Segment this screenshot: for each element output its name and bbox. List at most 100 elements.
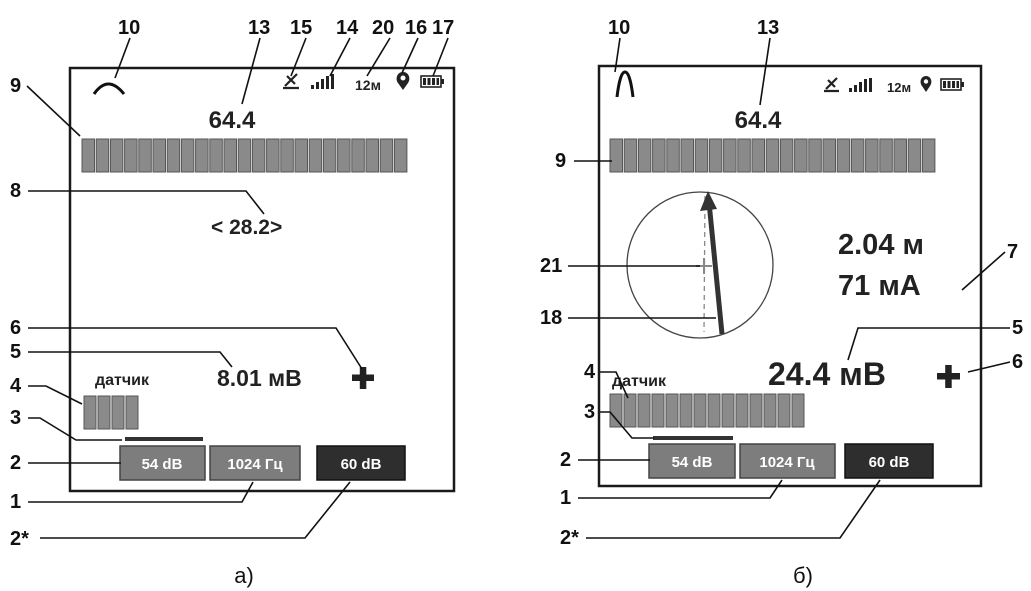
signal-bar-segment: [652, 138, 666, 173]
signal-bar-segment: [850, 138, 865, 173]
gain2-button-label: 60 dB: [869, 454, 910, 471]
signal-bar-segment: [251, 138, 266, 173]
callout-4: 4: [584, 361, 596, 383]
signal-bar-segment: [737, 138, 751, 173]
frequency-button-label: 1024 Гц: [759, 454, 815, 471]
leader-lines-a: [26, 37, 449, 539]
direction-arrow-shaft: [706, 201, 725, 335]
signal-bar-segment: [765, 138, 780, 173]
gain2-button[interactable]: [316, 445, 406, 481]
signal-bar-segment: [393, 138, 408, 173]
plus-icon: [937, 365, 960, 388]
sensor-bar-segment: [623, 393, 637, 428]
callout-8: 8: [10, 180, 21, 202]
signal-bar-segment: [879, 138, 893, 173]
signal-bar-segment: [779, 138, 794, 173]
callout-1: 1: [10, 491, 21, 513]
antenna-peak-icon: [615, 70, 635, 98]
signal-bar-segment: [223, 138, 237, 173]
callout-9: 9: [10, 75, 21, 97]
frequency-button[interactable]: [739, 443, 836, 479]
callout-6: 6: [1012, 351, 1023, 373]
location-pin-icon: [396, 72, 410, 90]
sensor-label: датчик: [612, 373, 667, 390]
signal-bar-segment: [351, 138, 365, 173]
signal-strength-icon: [849, 78, 872, 92]
signal-value: 64.4: [735, 107, 782, 134]
signal-bar-segment: [209, 138, 223, 173]
sensor-bar-segment: [651, 393, 665, 428]
leader-lines-b: [568, 37, 1011, 539]
sensor-bar-segment: [693, 393, 707, 428]
signal-bar-segment: [907, 138, 922, 173]
signal-bar-segment: [294, 138, 308, 173]
gain-indicator-line: [653, 436, 733, 440]
direction-compass: [626, 191, 774, 339]
gain2-button[interactable]: [844, 443, 934, 479]
sensor-bar-segment: [777, 393, 791, 428]
signal-bar-segment: [623, 138, 638, 173]
callout-13: 13: [248, 17, 270, 39]
signal-bar-segment: [280, 138, 294, 173]
signal-level-bar: [609, 138, 936, 173]
callout-13: 13: [757, 17, 779, 39]
sensor-bar-segment: [125, 395, 139, 430]
callout-9: 9: [555, 150, 566, 172]
compass-dashed-axis: [703, 195, 706, 333]
callout-6: 6: [10, 317, 21, 339]
callout-3: 3: [10, 407, 21, 429]
callout-2: 2: [560, 449, 571, 471]
signal-bar-segment: [666, 138, 680, 173]
sensor-bar-segment: [111, 395, 125, 430]
callout-3: 3: [584, 401, 595, 423]
gain-button[interactable]: [119, 445, 206, 481]
signal-bar-segment: [379, 138, 394, 173]
signal-bar-segment: [166, 138, 181, 173]
callout-21: 21: [540, 255, 562, 277]
callout-4: 4: [10, 375, 22, 397]
signal-bar-segment: [109, 138, 124, 173]
signal-bar-segment: [124, 138, 138, 173]
frequency-button-label: 1024 Гц: [227, 456, 283, 473]
frequency-button[interactable]: [209, 445, 301, 481]
sensor-bar-segment: [707, 393, 721, 428]
signal-bar-segment: [893, 138, 907, 173]
gain-button[interactable]: [648, 443, 736, 479]
compass-circle: [626, 191, 774, 339]
signal-bar-segment: [308, 138, 323, 173]
signal-bar-segment: [751, 138, 765, 173]
antenna-arc-icon: [92, 82, 126, 95]
signal-bar-segment: [680, 138, 694, 173]
callout-10: 10: [608, 17, 630, 39]
gain2-button-label: 60 dB: [341, 456, 382, 473]
distance-readout: 12м: [887, 80, 911, 95]
signal-bar-segment: [694, 138, 709, 173]
signal-strength-icon: [311, 74, 334, 89]
callout-14: 14: [336, 17, 359, 39]
sensor-bar-segment: [791, 393, 805, 428]
location-pin-icon: [920, 76, 932, 92]
distance-readout: 12м: [355, 77, 381, 93]
callout-2: 2: [10, 452, 21, 474]
signal-bar-segment: [152, 138, 166, 173]
caption-b: б): [793, 563, 813, 588]
signal-bar-segment: [637, 138, 652, 173]
signal-bar-segment: [180, 138, 195, 173]
signal-bar-segment: [365, 138, 379, 173]
sensor-bar-segment: [763, 393, 777, 428]
panel-a: 12м 64.4 < 28.2> 8.01 мВ датчик 54 dB 10…: [10, 17, 456, 588]
depth-value: 2.04 м: [838, 229, 924, 261]
battery-icon: [940, 78, 964, 91]
signal-bar-segment: [808, 138, 822, 173]
panel-b: 12м 64.4 2.04 м 71 мА 24.4 мВ: [540, 17, 1023, 588]
gain-indicator-line: [125, 437, 203, 441]
sensor-level-bar: [609, 393, 805, 428]
callout-17: 17: [432, 17, 454, 39]
sensor-bar-segment: [749, 393, 763, 428]
battery-icon: [420, 75, 444, 88]
callout-20: 20: [372, 17, 394, 39]
voltage-value: 24.4 мВ: [768, 356, 886, 392]
signal-bar-segment: [822, 138, 836, 173]
caption-a: а): [234, 563, 254, 588]
